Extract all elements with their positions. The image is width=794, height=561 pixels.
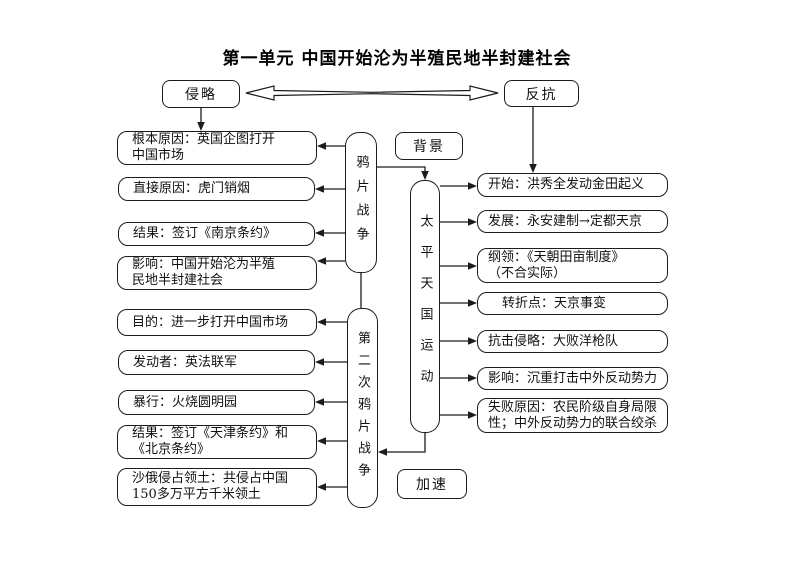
page-title: 第一单元 中国开始沦为半殖民地半封建社会 <box>222 49 572 69</box>
taiping-item-resist-invasion: 抗击侵略：大败洋枪队 <box>477 330 668 353</box>
opium-item-impact: 影响：中国开始沦为半殖 民地半封建社会 <box>117 256 317 290</box>
arrow-opium-to-taiping <box>377 166 429 180</box>
taiping-item-turning-point: 转折点：天京事变 <box>477 292 668 315</box>
arrows-taiping-items <box>440 182 477 419</box>
opium-item-root-cause: 根本原因：英国企图打开 中国市场 <box>117 131 317 165</box>
opium-item-direct-cause: 直接原因：虎门销烟 <box>118 177 315 201</box>
arrow-resistance-down <box>529 107 537 173</box>
node-second-opium-war: 第二次鸦片战争 <box>347 308 378 508</box>
node-accelerate-label: 加速 <box>397 469 467 499</box>
arrows-opium-items <box>315 142 345 265</box>
node-taiping-movement: 太平天国运动 <box>410 180 440 433</box>
second-item-atrocity: 暴行：火烧圆明园 <box>118 390 315 415</box>
second-item-russia-territory: 沙俄侵占领土：共侵占中国 150多万平方千米领土 <box>117 468 317 506</box>
taiping-item-impact: 影响：沉重打击中外反动势力 <box>477 367 668 390</box>
taiping-item-program: 纲领：《天朝田亩制度》 （不合实际） <box>477 248 668 283</box>
node-resistance: 反抗 <box>504 80 579 107</box>
taiping-item-failure-reason: 失败原因：农民阶级自身局限 性；中外反动势力的联合绞杀 <box>477 398 668 433</box>
invasion-resistance-double-arrow <box>245 85 499 101</box>
arrows-second-war-items <box>315 318 347 491</box>
taiping-item-development: 发展：永安建制→定都天京 <box>477 210 668 233</box>
second-item-result: 结果：签订《天津条约》和 《北京条约》 <box>117 425 317 459</box>
opium-item-result: 结果：签订《南京条约》 <box>118 222 315 246</box>
node-opium-war: 鸦片战争 <box>345 132 377 273</box>
second-item-initiators: 发动者：英法联军 <box>118 350 315 375</box>
arrow-invasion-down <box>197 108 205 131</box>
node-background-label: 背景 <box>395 132 463 160</box>
second-item-purpose: 目的：进一步打开中国市场 <box>117 309 317 336</box>
taiping-item-start: 开始：洪秀全发动金田起义 <box>477 173 668 197</box>
arrow-taiping-to-second <box>378 433 426 456</box>
node-invasion: 侵略 <box>162 80 240 108</box>
